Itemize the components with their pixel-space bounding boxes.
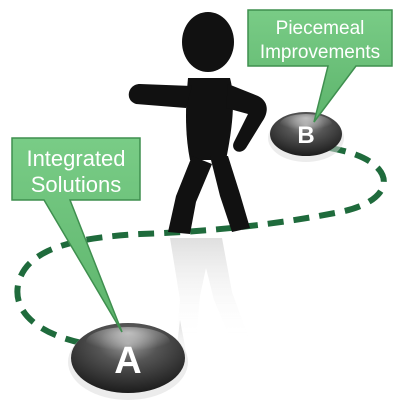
dashed-path — [14, 145, 387, 349]
callout-piecemeal-improvements: Piecemeal Improvements — [247, 9, 393, 123]
callout-piecemeal-line2: Improvements — [260, 42, 380, 63]
callout-integrated-solutions: Integrated Solutions — [11, 137, 141, 333]
point-b-label: B — [297, 122, 314, 149]
walking-stick-figure-icon — [128, 12, 267, 234]
point-a-button[interactable]: A — [68, 323, 188, 400]
point-b-button[interactable]: B — [268, 112, 344, 162]
callout-piecemeal-line1: Piecemeal — [276, 18, 365, 39]
point-a-label: A — [114, 340, 141, 382]
callout-integrated-line1: Integrated — [26, 146, 125, 171]
callout-integrated-line2: Solutions — [31, 172, 122, 197]
